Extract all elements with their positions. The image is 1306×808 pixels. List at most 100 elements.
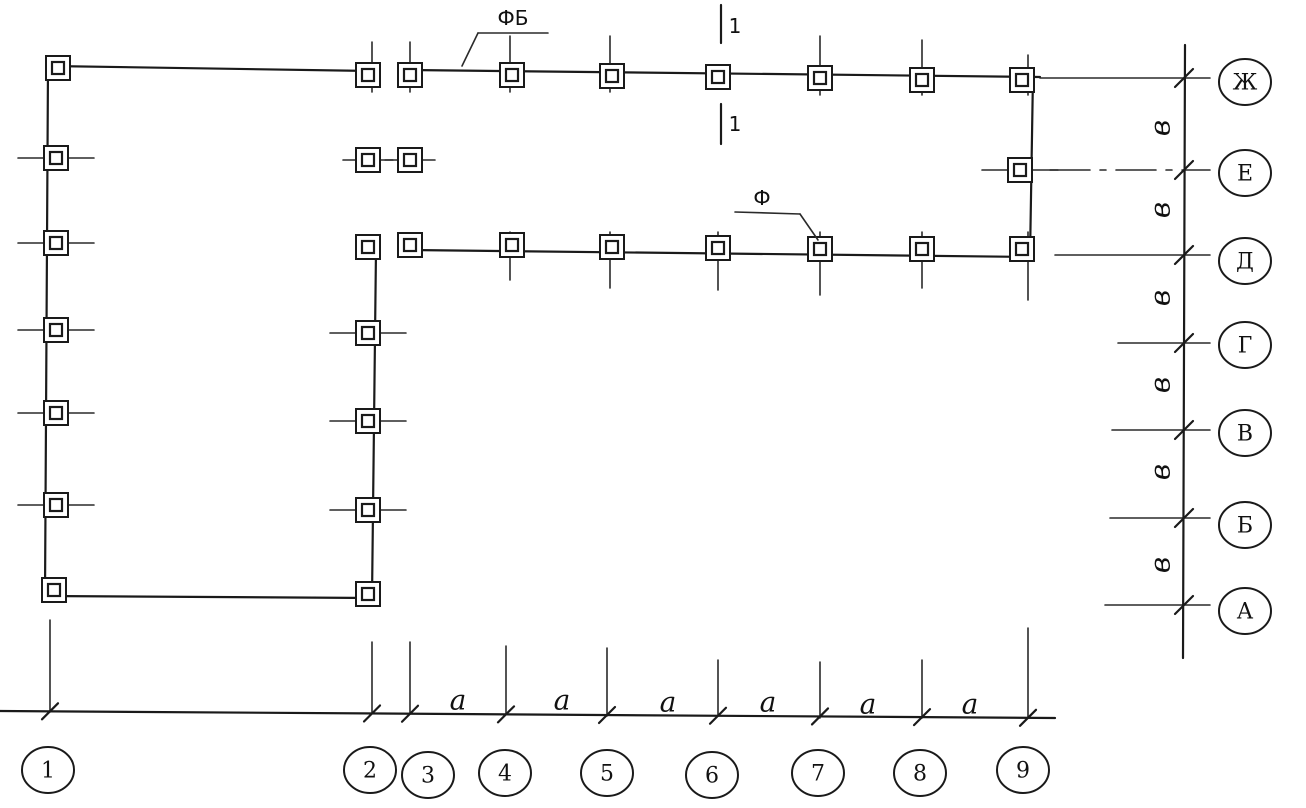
column-axis-lines bbox=[49, 35, 1029, 719]
foundation-callout: Ф bbox=[734, 186, 819, 241]
column-spacing-label-2: a bbox=[554, 684, 571, 717]
dimension-tick-6 bbox=[708, 706, 728, 725]
pad-column bbox=[360, 239, 376, 255]
pad-outer bbox=[599, 63, 625, 89]
pad-column bbox=[1014, 72, 1030, 88]
foundation-pad bbox=[599, 234, 625, 260]
column-bubble-label: 8 bbox=[913, 762, 927, 787]
dimension-tick-А bbox=[1173, 594, 1195, 616]
dimension-tick-8 bbox=[912, 708, 932, 727]
column-spacing-label-4: a bbox=[760, 686, 777, 719]
column-bubble-1: 1 bbox=[21, 746, 75, 794]
dimension-tick-2 bbox=[362, 704, 382, 723]
foundation-pad bbox=[329, 320, 407, 346]
pad-outer bbox=[355, 497, 381, 523]
section-mark-1-1: 1 1 bbox=[719, 3, 742, 146]
foundation-pad bbox=[17, 492, 95, 518]
row-bubble-А: А bbox=[1218, 587, 1272, 635]
row-bubble-circle bbox=[1218, 501, 1272, 549]
column-spacing-label-1: a bbox=[450, 684, 467, 717]
foundation-pad bbox=[705, 235, 731, 261]
foundation-pad bbox=[17, 400, 95, 426]
dimension-ticks bbox=[40, 67, 1195, 727]
pad-outer bbox=[43, 492, 69, 518]
row-bubble-label: Г bbox=[1238, 334, 1253, 359]
column-bubble-label: 9 bbox=[1016, 759, 1030, 784]
foundation-pad bbox=[499, 232, 525, 258]
column-bubble-3: 3 bbox=[401, 751, 455, 799]
row-bubble-circle bbox=[1218, 58, 1272, 106]
right-dimension-line bbox=[1181, 43, 1187, 660]
pad-column bbox=[504, 67, 520, 83]
row-spacing-label-3: в bbox=[1144, 290, 1177, 306]
pad-column bbox=[1014, 241, 1030, 257]
pad-outer bbox=[355, 147, 381, 173]
foundation-pad bbox=[807, 236, 833, 262]
pad-column bbox=[604, 68, 620, 84]
row-bubble-circle bbox=[1218, 237, 1272, 285]
pad-column bbox=[504, 237, 520, 253]
pad-column bbox=[812, 241, 828, 257]
column-bubble-circle bbox=[580, 749, 634, 797]
pad-outer bbox=[909, 236, 935, 262]
dimension-tick-1 bbox=[40, 702, 60, 721]
row-bubble-label: В bbox=[1237, 422, 1253, 447]
pad-column bbox=[48, 150, 64, 166]
column-bubble-circle bbox=[401, 751, 455, 799]
pad-column bbox=[402, 152, 418, 168]
row-bubble-Ж: Ж bbox=[1218, 58, 1272, 106]
row-bubble-circle bbox=[1218, 321, 1272, 369]
pad-outer bbox=[45, 55, 71, 81]
pad-column bbox=[360, 325, 376, 341]
column-bubble-label: 1 bbox=[41, 759, 55, 784]
pad-column bbox=[710, 240, 726, 256]
column-bubble-circle bbox=[21, 746, 75, 794]
column-bubble-label: 4 bbox=[498, 762, 512, 787]
pad-outer bbox=[43, 145, 69, 171]
dimension-tick-7 bbox=[810, 707, 830, 726]
row-axis-bubbles: А Б В Г Д Е Ж bbox=[1218, 58, 1272, 635]
pad-column bbox=[48, 322, 64, 338]
row-spacing-label-4: в bbox=[1144, 377, 1177, 393]
pad-outer bbox=[43, 400, 69, 426]
column-bubble-8: 8 bbox=[893, 749, 947, 797]
column-bubble-label: 3 bbox=[421, 764, 435, 789]
pad-column bbox=[402, 237, 418, 253]
foundation-pad bbox=[329, 408, 407, 434]
column-bubble-circle bbox=[685, 751, 739, 799]
foundation-pad bbox=[1009, 67, 1035, 93]
row-bubble-В: В bbox=[1218, 409, 1272, 457]
column-bubble-circle bbox=[996, 746, 1050, 794]
dimension-tick-9 bbox=[1018, 708, 1038, 727]
foundation-pad bbox=[355, 234, 381, 260]
pad-outer bbox=[397, 147, 423, 173]
foundation-pad bbox=[41, 577, 67, 603]
dimension-tick-Ж bbox=[1173, 67, 1195, 89]
pad-outer bbox=[355, 408, 381, 434]
row-spacing-label-2: в bbox=[1144, 202, 1177, 218]
row-bubble-label: А bbox=[1237, 600, 1254, 625]
building-outline-left-block bbox=[43, 64, 378, 600]
bottom-dimension-line bbox=[0, 709, 1057, 720]
pad-outer bbox=[355, 581, 381, 607]
dimension-tick-Д bbox=[1173, 244, 1195, 266]
column-bubble-2: 2 bbox=[343, 746, 397, 794]
row-bubble-circle bbox=[1218, 149, 1272, 197]
pad-outer bbox=[1009, 236, 1035, 262]
foundation-pad bbox=[397, 232, 423, 258]
row-bubble-label: Е bbox=[1237, 162, 1253, 187]
pad-outer bbox=[355, 320, 381, 346]
dimension-tick-3 bbox=[400, 704, 420, 723]
pad-outer bbox=[807, 236, 833, 262]
foundation-pad bbox=[397, 62, 423, 88]
row-bubble-label: Б bbox=[1237, 514, 1253, 539]
foundation-pad bbox=[499, 62, 525, 88]
pad-column bbox=[604, 239, 620, 255]
foundation-pad bbox=[981, 157, 1059, 183]
row-bubble-Е: Е bbox=[1218, 149, 1272, 197]
section-mark-top: 1 bbox=[729, 14, 742, 38]
foundation-pad bbox=[384, 147, 436, 173]
pad-column bbox=[360, 586, 376, 602]
row-bubble-label: Д bbox=[1236, 250, 1254, 275]
